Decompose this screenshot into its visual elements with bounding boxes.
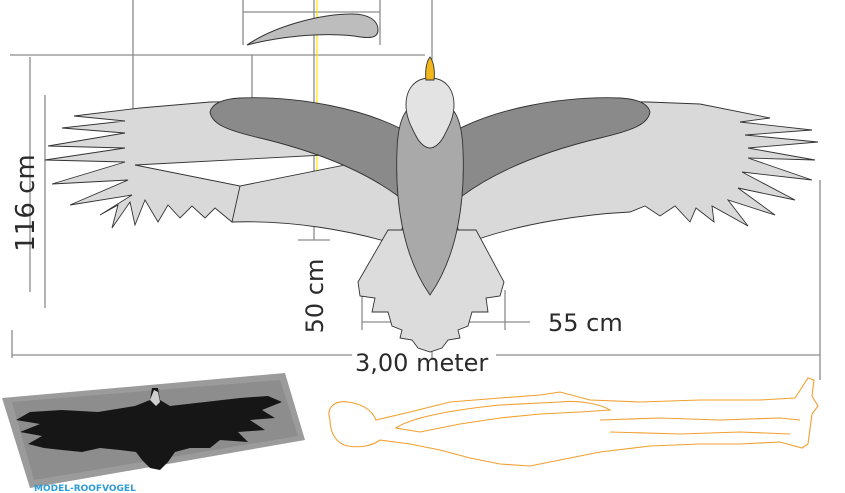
human-body-outline [328,377,819,467]
height-label: 116 cm [11,154,41,252]
head [405,77,455,149]
body [396,99,464,296]
bird-photo [2,373,305,488]
half-width-label: 55 cm [548,309,623,337]
photo-bird-head [150,390,160,406]
photo-bird-silhouette [16,388,282,470]
human-arm-outline [394,400,612,433]
body-length-label: 50 cm [301,259,329,334]
human-leg-outline [599,417,801,435]
photo-caption: MODEL-ROOFVOGEL [34,484,136,493]
raptor-silhouette [44,56,819,353]
beak [425,56,435,81]
human-outline [328,377,819,467]
wingspan-label: 3,00 meter [355,349,488,377]
airfoil-section [246,13,379,46]
